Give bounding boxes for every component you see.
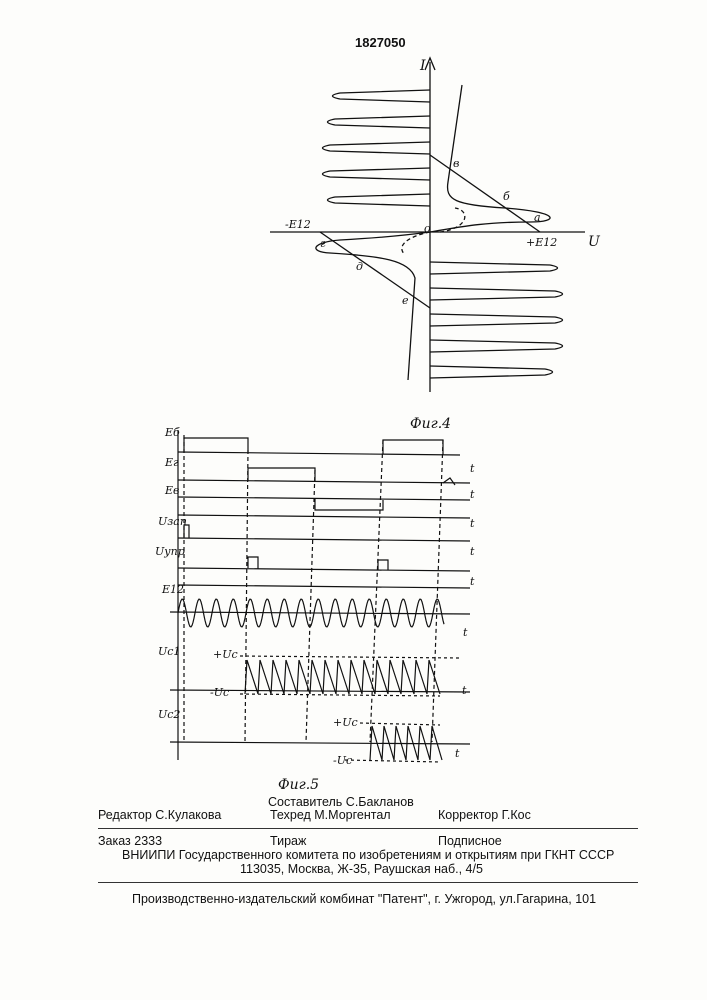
subscription: Подписное — [438, 834, 502, 848]
fig5-label-e12: E12 — [162, 583, 184, 596]
fig5-t-label-1: t — [470, 462, 474, 475]
fig5-trace-eb — [178, 438, 460, 455]
fig5-trace-uzap — [178, 525, 470, 541]
fig5-label-ev: Eв — [165, 484, 179, 497]
corrector-credit: Корректор Г.Кос — [438, 808, 531, 822]
fig5-trace-uupr-base — [178, 585, 470, 588]
fig5-uc1-plus-level — [240, 656, 460, 658]
fig5-t-label-5: t — [470, 575, 474, 588]
fig5-t-label-4: t — [470, 545, 474, 558]
fig5-uc2-minus-level — [345, 760, 440, 762]
fig5-label-eb: Eб — [165, 426, 180, 439]
fig5-trace-ev — [178, 497, 470, 510]
fig5-t-label-2: t — [470, 488, 474, 501]
techred-credit: Техред М.Моргентал — [270, 808, 391, 822]
fig5-label-eg: Eг — [165, 456, 179, 469]
fig5-caption: Фиг.5 — [278, 777, 319, 793]
order-number: Заказ 2333 — [98, 834, 162, 848]
institute-address: 113035, Москва, Ж-35, Раушская наб., 4/5 — [240, 862, 483, 876]
fig5-label-uc1: Uс1 — [158, 645, 180, 658]
circulation: Тираж — [270, 834, 306, 848]
fig5-plus-uc-1: +Uс — [213, 648, 238, 661]
footer-rule-bottom — [98, 882, 638, 883]
fig5-plus-uc-2: +Uс — [333, 716, 358, 729]
fig5-uc2-plus-level — [360, 723, 440, 725]
institute: ВНИИПИ Государственного комитета по изоб… — [122, 848, 614, 862]
fig5-trace-uupr — [178, 557, 470, 571]
fig5-label-uc2: Uс2 — [158, 708, 180, 721]
fig5-t-label-3: t — [470, 517, 474, 530]
fig5-trace-ev-base — [178, 515, 470, 518]
fig5-minus-uc-1: -Uс — [210, 686, 229, 699]
fig5-minus-uc-2: -Uс — [333, 754, 352, 767]
fig5-t-label-6: t — [463, 626, 467, 639]
editor-credit: Редактор С.Кулакова — [98, 808, 221, 822]
fig5-t-label-7: t — [462, 684, 466, 697]
fig5-trace-uc1-wave — [245, 660, 440, 694]
compiler-credit: Составитель С.Бакланов — [268, 795, 414, 809]
publisher: Производственно-издательский комбинат "П… — [132, 892, 596, 906]
footer-rule-top — [98, 828, 638, 829]
fig5-trace-eg — [178, 468, 470, 485]
fig5-uc1-minus-level — [240, 694, 440, 696]
fig5-t-label-8: t — [455, 747, 459, 760]
fig5-label-uupr: Uупр — [155, 545, 185, 558]
fig5-label-uzap: Uзап — [158, 515, 187, 528]
